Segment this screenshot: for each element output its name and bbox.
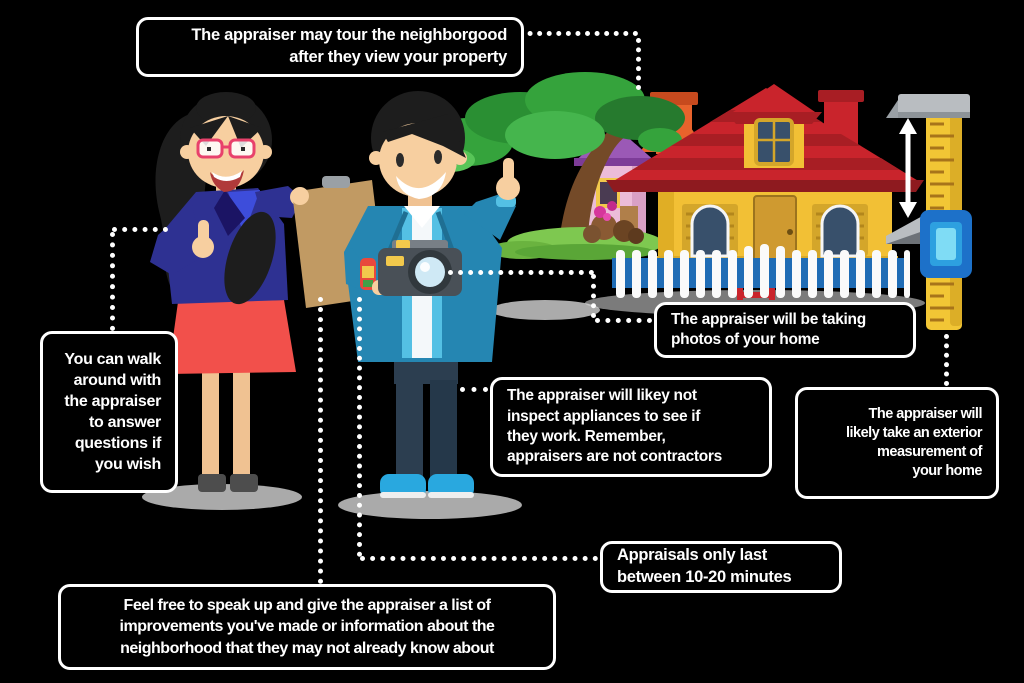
camera-icon — [378, 240, 462, 296]
connector-appliances-h — [460, 387, 488, 392]
callout-line: around with — [73, 371, 162, 389]
callout-line: between 10-20 minutes — [617, 568, 792, 586]
callout-line: The appraiser will — [868, 405, 983, 422]
wrist-watch-icon — [360, 258, 376, 290]
measuring-ruler-illustration — [886, 94, 972, 330]
callout-line: appraisers are not contractors — [507, 448, 722, 466]
callout-line: inspect appliances to see if — [507, 407, 701, 425]
connector-speakup-v — [318, 297, 323, 584]
callout-line: likely take an exterior — [846, 424, 983, 441]
callout-line: improvements you've made or information … — [119, 618, 495, 636]
connector-photos-v — [591, 274, 596, 318]
double-arrow-icon — [899, 118, 917, 218]
callout-walk-around: You can walk around with the appraiser t… — [40, 331, 178, 493]
callout-exterior-measurement: The appraiser will likely take an exteri… — [795, 387, 999, 499]
callout-line: after they view your property — [289, 48, 507, 66]
connector-duration-h — [360, 556, 598, 561]
callout-appliances: The appraiser will likey not inspect app… — [490, 377, 772, 477]
callout-line: neighborhood that they may not already k… — [120, 639, 494, 657]
callout-appraisal-duration: Appraisals only last between 10-20 minut… — [600, 541, 842, 593]
callout-line: The appraiser may tour the neighborgood — [191, 26, 507, 45]
callout-line: photos of your home — [671, 331, 820, 348]
connector-duration-v — [357, 297, 362, 557]
callout-line: Appraisals only last — [617, 546, 767, 565]
lawn-and-rocks — [488, 201, 663, 260]
callout-line: the appraiser — [64, 392, 161, 410]
man-figure — [344, 91, 520, 498]
connector-photos-h1 — [448, 270, 594, 275]
callout-line: measurement of — [876, 444, 983, 460]
thumbs-up-hand — [192, 220, 214, 258]
connector-photos-h2 — [595, 318, 652, 323]
callout-line: your home — [912, 463, 982, 480]
callout-line: The appraiser will be taking — [671, 310, 866, 328]
callout-tour-neighborhood: The appraiser may tour the neighborgood … — [136, 17, 524, 77]
picket-fence — [612, 244, 910, 300]
main-house-illustration — [606, 84, 924, 266]
callout-line: you wish — [94, 456, 161, 474]
woman-figure — [150, 92, 308, 492]
thumbs-up-hand — [496, 158, 520, 200]
connector-tour-h — [518, 31, 638, 36]
callout-line: they work. Remember, — [507, 428, 666, 445]
callout-line: Feel free to speak up and give the appra… — [123, 597, 491, 615]
connector-tour-v — [636, 38, 641, 90]
callout-line: questions if — [74, 435, 161, 453]
connector-walk-h — [112, 227, 168, 232]
callout-taking-photos: The appraiser will be taking photos of y… — [654, 302, 916, 358]
connector-walk-v — [110, 232, 115, 331]
callout-line: The appraiser will likey not — [507, 387, 697, 405]
callout-line: to answer — [89, 414, 161, 431]
callout-line: You can walk — [64, 350, 161, 368]
connector-measurement-v — [944, 334, 949, 386]
callout-speak-up: Feel free to speak up and give the appra… — [58, 584, 556, 670]
